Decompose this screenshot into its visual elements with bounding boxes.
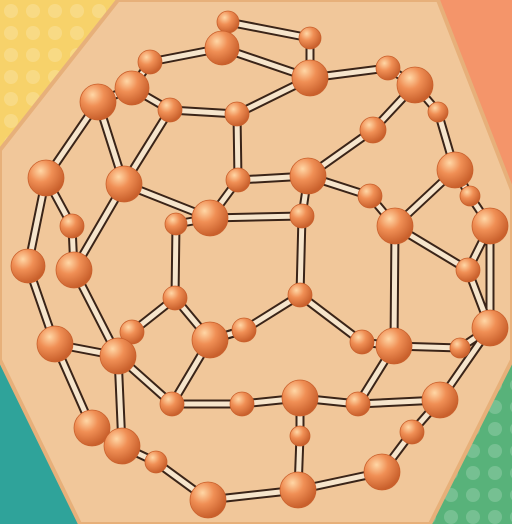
atom: [105, 165, 143, 203]
atom: [349, 329, 375, 355]
atom: [231, 317, 257, 343]
atom: [55, 251, 93, 289]
atom: [289, 203, 315, 229]
atom: [345, 391, 371, 417]
atom: [216, 10, 240, 34]
atom: [289, 425, 311, 447]
bond-core: [225, 19, 313, 41]
atom: [159, 391, 185, 417]
atom: [157, 97, 183, 123]
atom: [144, 450, 168, 474]
atoms-layer: [10, 10, 509, 519]
atom: [225, 167, 251, 193]
atom: [189, 481, 227, 519]
atom: [36, 325, 74, 363]
atom: [10, 248, 46, 284]
bond: [389, 221, 400, 351]
bond: [295, 290, 367, 347]
atom: [471, 207, 509, 245]
atom: [436, 151, 474, 189]
atom: [375, 55, 401, 81]
atom: [279, 471, 317, 509]
atom: [376, 207, 414, 245]
atom: [359, 116, 387, 144]
atom: [114, 70, 150, 106]
atom: [427, 101, 449, 123]
atom: [375, 327, 413, 365]
atom: [399, 419, 425, 445]
atom: [363, 453, 401, 491]
atom: [287, 282, 313, 308]
atom: [459, 185, 481, 207]
bond-core: [297, 292, 365, 345]
bond-core: [391, 223, 398, 349]
atom: [281, 379, 319, 417]
atom: [103, 427, 141, 465]
atom: [449, 337, 471, 359]
atom: [73, 409, 111, 447]
atom: [137, 49, 163, 75]
atom: [289, 157, 327, 195]
atom: [164, 212, 188, 236]
atom: [204, 30, 240, 66]
atom: [162, 285, 188, 311]
atom: [298, 26, 322, 50]
atom: [396, 66, 434, 104]
atom: [357, 183, 383, 209]
atom: [191, 199, 229, 237]
atom: [99, 337, 137, 375]
bond: [295, 211, 307, 300]
bond-core: [297, 213, 305, 298]
atom: [455, 257, 481, 283]
atom: [27, 159, 65, 197]
atom: [229, 391, 255, 417]
atom: [224, 101, 250, 127]
atom: [59, 213, 85, 239]
atom: [79, 83, 117, 121]
bond: [223, 17, 315, 43]
atom: [291, 59, 329, 97]
atom: [471, 309, 509, 347]
atom: [421, 381, 459, 419]
atom: [119, 319, 145, 345]
atom: [191, 321, 229, 359]
